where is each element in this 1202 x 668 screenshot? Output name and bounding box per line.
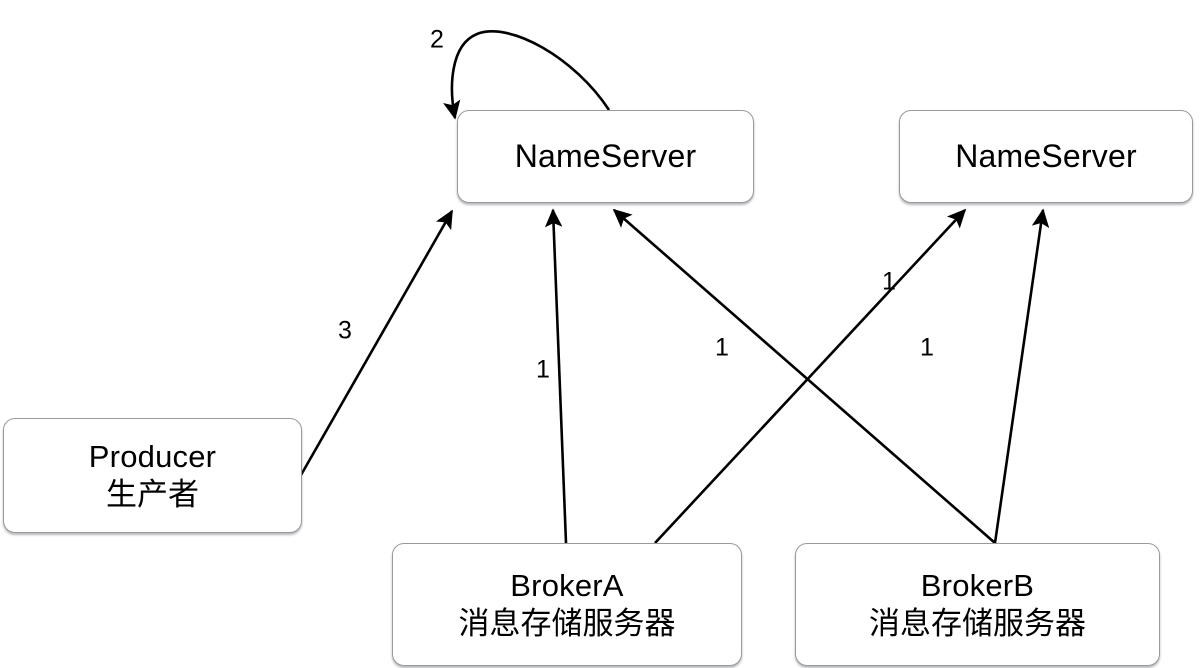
edge-label-broker-a-to-nameserver-right: 1: [882, 267, 896, 296]
broker-a-node[interactable]: BrokerA 消息存储服务器: [392, 543, 742, 666]
producer-node[interactable]: Producer 生产者: [3, 418, 302, 533]
broker-b-node[interactable]: BrokerB 消息存储服务器: [795, 543, 1160, 666]
broker-a-label-en: BrokerA: [510, 567, 624, 603]
edge-broker-b-to-nameserver-left-path: [612, 208, 996, 544]
edge-broker-b-to-nameserver-right-path: [993, 208, 1050, 544]
edge-broker-a-to-nameserver-left-path: [544, 208, 568, 544]
edge-label-broker-a-to-nameserver-left: 1: [536, 355, 550, 384]
producer-label-zh: 生产者: [106, 476, 199, 512]
broker-b-label-zh: 消息存储服务器: [869, 605, 1086, 641]
nameserver-left-label: NameServer: [514, 138, 697, 175]
nameserver-right-node[interactable]: NameServer: [899, 110, 1193, 203]
producer-label-en: Producer: [88, 438, 217, 474]
nameserver-right-label: NameServer: [955, 138, 1137, 175]
edge-nameserver-left-self-loop-path: [443, 30, 611, 120]
edge-label-broker-b-to-nameserver-left: 1: [715, 333, 729, 362]
edge-label-producer-to-nameserver-left: 3: [338, 316, 352, 345]
edge-broker-a-to-nameserver-right-path: [654, 208, 967, 544]
edge-label-broker-b-to-nameserver-right: 1: [920, 333, 934, 362]
edge-label-nameserver-left-self-loop: 2: [430, 25, 444, 54]
nameserver-left-node[interactable]: NameServer: [457, 110, 754, 203]
edge-producer-to-nameserver-left-path: [299, 209, 454, 476]
broker-a-label-zh: 消息存储服务器: [458, 605, 676, 641]
broker-b-label-en: BrokerB: [920, 567, 1035, 603]
